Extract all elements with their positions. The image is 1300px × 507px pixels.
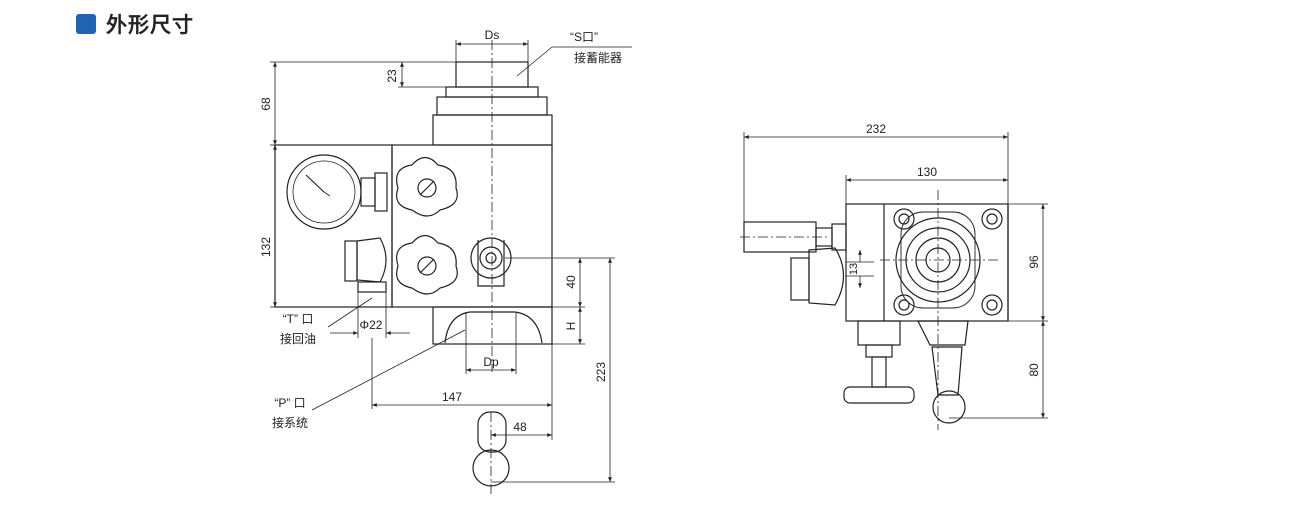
dim-h: H <box>564 322 578 331</box>
side-valve-body <box>845 203 1009 322</box>
manifold-plate <box>274 144 393 308</box>
dim-130: 130 <box>917 165 937 179</box>
upper-handwheel <box>396 156 458 217</box>
dim-dp: Dp <box>483 355 499 369</box>
outlet-handle <box>477 411 507 453</box>
dim-80: 80 <box>1027 363 1041 377</box>
dim-48: 48 <box>513 420 527 434</box>
upper-block <box>432 114 553 146</box>
bolt-hole <box>893 294 915 316</box>
dim-68: 68 <box>259 97 273 111</box>
front-dimension-labels: Ds “S口” 接蓄能器 23 68 132 40 H 223 Φ22 “T” … <box>259 28 622 434</box>
side-view <box>740 190 1009 430</box>
dim-ds: Ds <box>485 28 500 42</box>
side-handle <box>931 346 963 396</box>
section-header: 外形尺寸 <box>76 12 194 37</box>
dim-223: 223 <box>594 362 608 382</box>
section-title: 外形尺寸 <box>106 13 194 37</box>
side-dimension-lines <box>743 132 1048 419</box>
dim-40: 40 <box>564 275 578 289</box>
bottom-block <box>432 306 553 345</box>
lower-handwheel <box>396 234 458 295</box>
bolt-hole <box>981 208 1003 230</box>
dim-147: 147 <box>442 390 462 404</box>
bottom-arc <box>444 311 543 344</box>
section-bullet-icon <box>76 14 96 34</box>
bolt-hole <box>981 294 1003 316</box>
label-t-port-desc: 接回油 <box>280 331 316 346</box>
valve-body <box>391 144 553 308</box>
label-p-port-desc: 接系统 <box>272 415 308 430</box>
dim-23: 23 <box>385 69 399 83</box>
dim-phi22: Φ22 <box>360 318 383 332</box>
label-p-port: “P” 口 <box>274 396 305 410</box>
label-t-port: “T” 口 <box>283 312 314 326</box>
front-view <box>274 40 553 495</box>
dim-232: 232 <box>866 122 886 136</box>
dim-96: 96 <box>1027 255 1041 269</box>
label-s-port-desc: 接蓄能器 <box>574 50 622 65</box>
dim-132: 132 <box>259 237 273 257</box>
label-s-port: “S口” <box>570 30 598 44</box>
dim-13: 13 <box>848 263 860 275</box>
front-dimension-lines <box>270 40 632 483</box>
side-fitting <box>808 247 845 306</box>
side-handwheel <box>843 386 915 404</box>
t-port-fitting <box>356 237 387 283</box>
side-dimension-labels: 232 130 13 96 80 <box>848 122 1041 377</box>
bolt-hole <box>893 208 915 230</box>
